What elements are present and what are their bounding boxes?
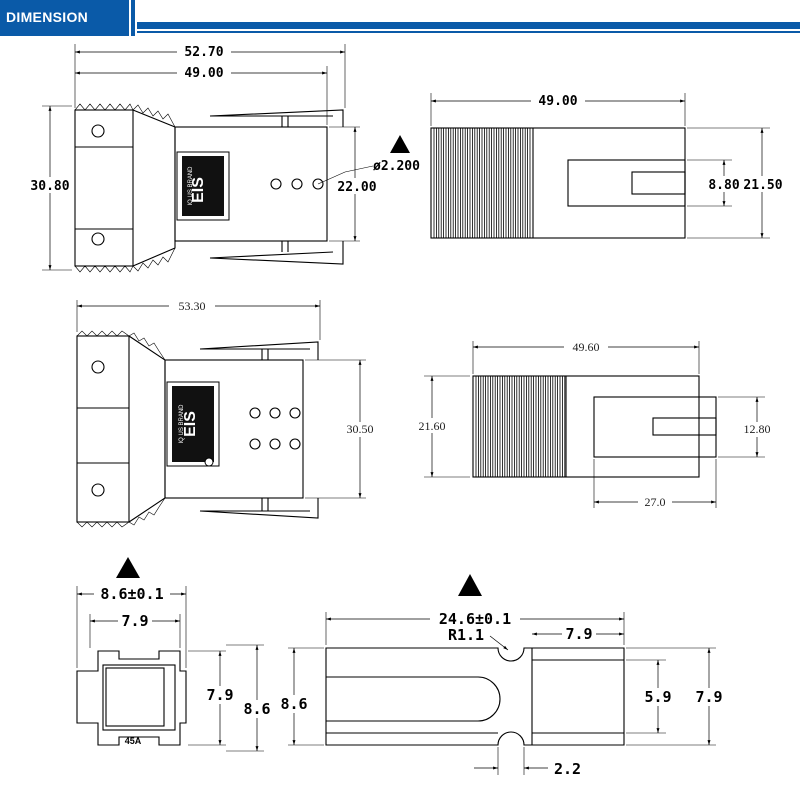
key-slot: [631, 171, 686, 195]
dim-inner-height: 7.9: [206, 686, 233, 704]
dim-slot: 8.80: [708, 178, 739, 193]
body-outline: EIS IQ US BRAND: [74, 103, 344, 273]
main-body: [164, 359, 304, 499]
dim-slot-length: 27.0: [645, 495, 666, 509]
dim-outer-height: 8.6: [243, 700, 270, 718]
dim-hole: ø2.200: [373, 159, 420, 174]
view-top-side: 49.00 8.80 21.50: [430, 92, 785, 239]
section-header: DIMENSION: [0, 0, 800, 36]
dim-height: 30.80: [30, 179, 69, 194]
mount-hole: [91, 232, 105, 246]
dim-slot: 12.80: [744, 422, 771, 436]
grip-block: [76, 335, 130, 523]
dim-radius: R1.1: [448, 626, 484, 644]
dim-side-height: 21.50: [743, 178, 782, 193]
view-bottom-side: 24.6±0.1 R1.1 7.9 8.6 5.9 7.9 2.2: [278, 574, 725, 778]
dim-height: 30.50: [347, 422, 374, 436]
dim-width: 7.9: [565, 625, 592, 643]
dim-side-length: 49.00: [538, 94, 577, 109]
key-slot: [652, 417, 717, 436]
triangle-mark-icon: [458, 574, 482, 596]
header-title-block: DIMENSION: [0, 0, 129, 36]
dim-inner-height: 22.00: [337, 180, 376, 195]
view-end: 45A 8.6±0.1 7.9 7.9 8.6: [76, 557, 273, 752]
main-body: [174, 126, 328, 242]
logo-text: IQ US BRAND: [188, 166, 194, 206]
dim-outer-height: 7.9: [695, 688, 722, 706]
header-rule: [137, 22, 800, 29]
header-title: DIMENSION: [6, 9, 89, 25]
logo-mark: EIS: [190, 177, 207, 203]
dim-length: 49.60: [573, 340, 600, 354]
side-body: [430, 127, 686, 239]
view-middle-side: 49.60 21.60 12.80 27.0: [412, 340, 777, 510]
dim-inner-width: 7.9: [121, 612, 148, 630]
grip-ribbing: [433, 128, 531, 238]
view-middle-plan: EIS IQ US BRAND 53.30 30.50: [76, 298, 380, 528]
marking-45a: 45A: [125, 736, 142, 746]
dim-inner-height: 5.9: [644, 688, 671, 706]
dim-length: 24.6±0.1: [439, 610, 511, 628]
end-profile: [76, 650, 187, 746]
header-accent-bar: [131, 0, 135, 36]
dim-outer-width: 8.6±0.1: [100, 585, 163, 603]
side-body: [472, 375, 700, 478]
logo-mark: EIS: [182, 411, 199, 437]
grip-ribbing: [475, 376, 566, 477]
latch-slot: [567, 159, 686, 207]
dim-length: 53.30: [179, 299, 206, 313]
latch-slot: [593, 396, 717, 458]
triangle-mark-icon: [390, 135, 410, 153]
dim-overall-length: 52.70: [184, 45, 223, 60]
triangle-mark-icon: [116, 557, 140, 578]
mount-hole: [91, 124, 105, 138]
header-rule-thin: [137, 31, 800, 33]
view-top-plan: EIS IQ US BRAND 52.70 49.00 30.80 22.00: [28, 43, 420, 273]
fiber-hole: [312, 178, 324, 190]
dim-notch: 2.2: [554, 760, 581, 778]
dim-height: 8.6: [280, 695, 307, 713]
dim-body-length: 49.00: [184, 66, 223, 81]
dim-height: 21.60: [419, 419, 446, 433]
logo-text: IQ US BRAND: [179, 404, 185, 444]
adapter-profile: [325, 647, 625, 746]
